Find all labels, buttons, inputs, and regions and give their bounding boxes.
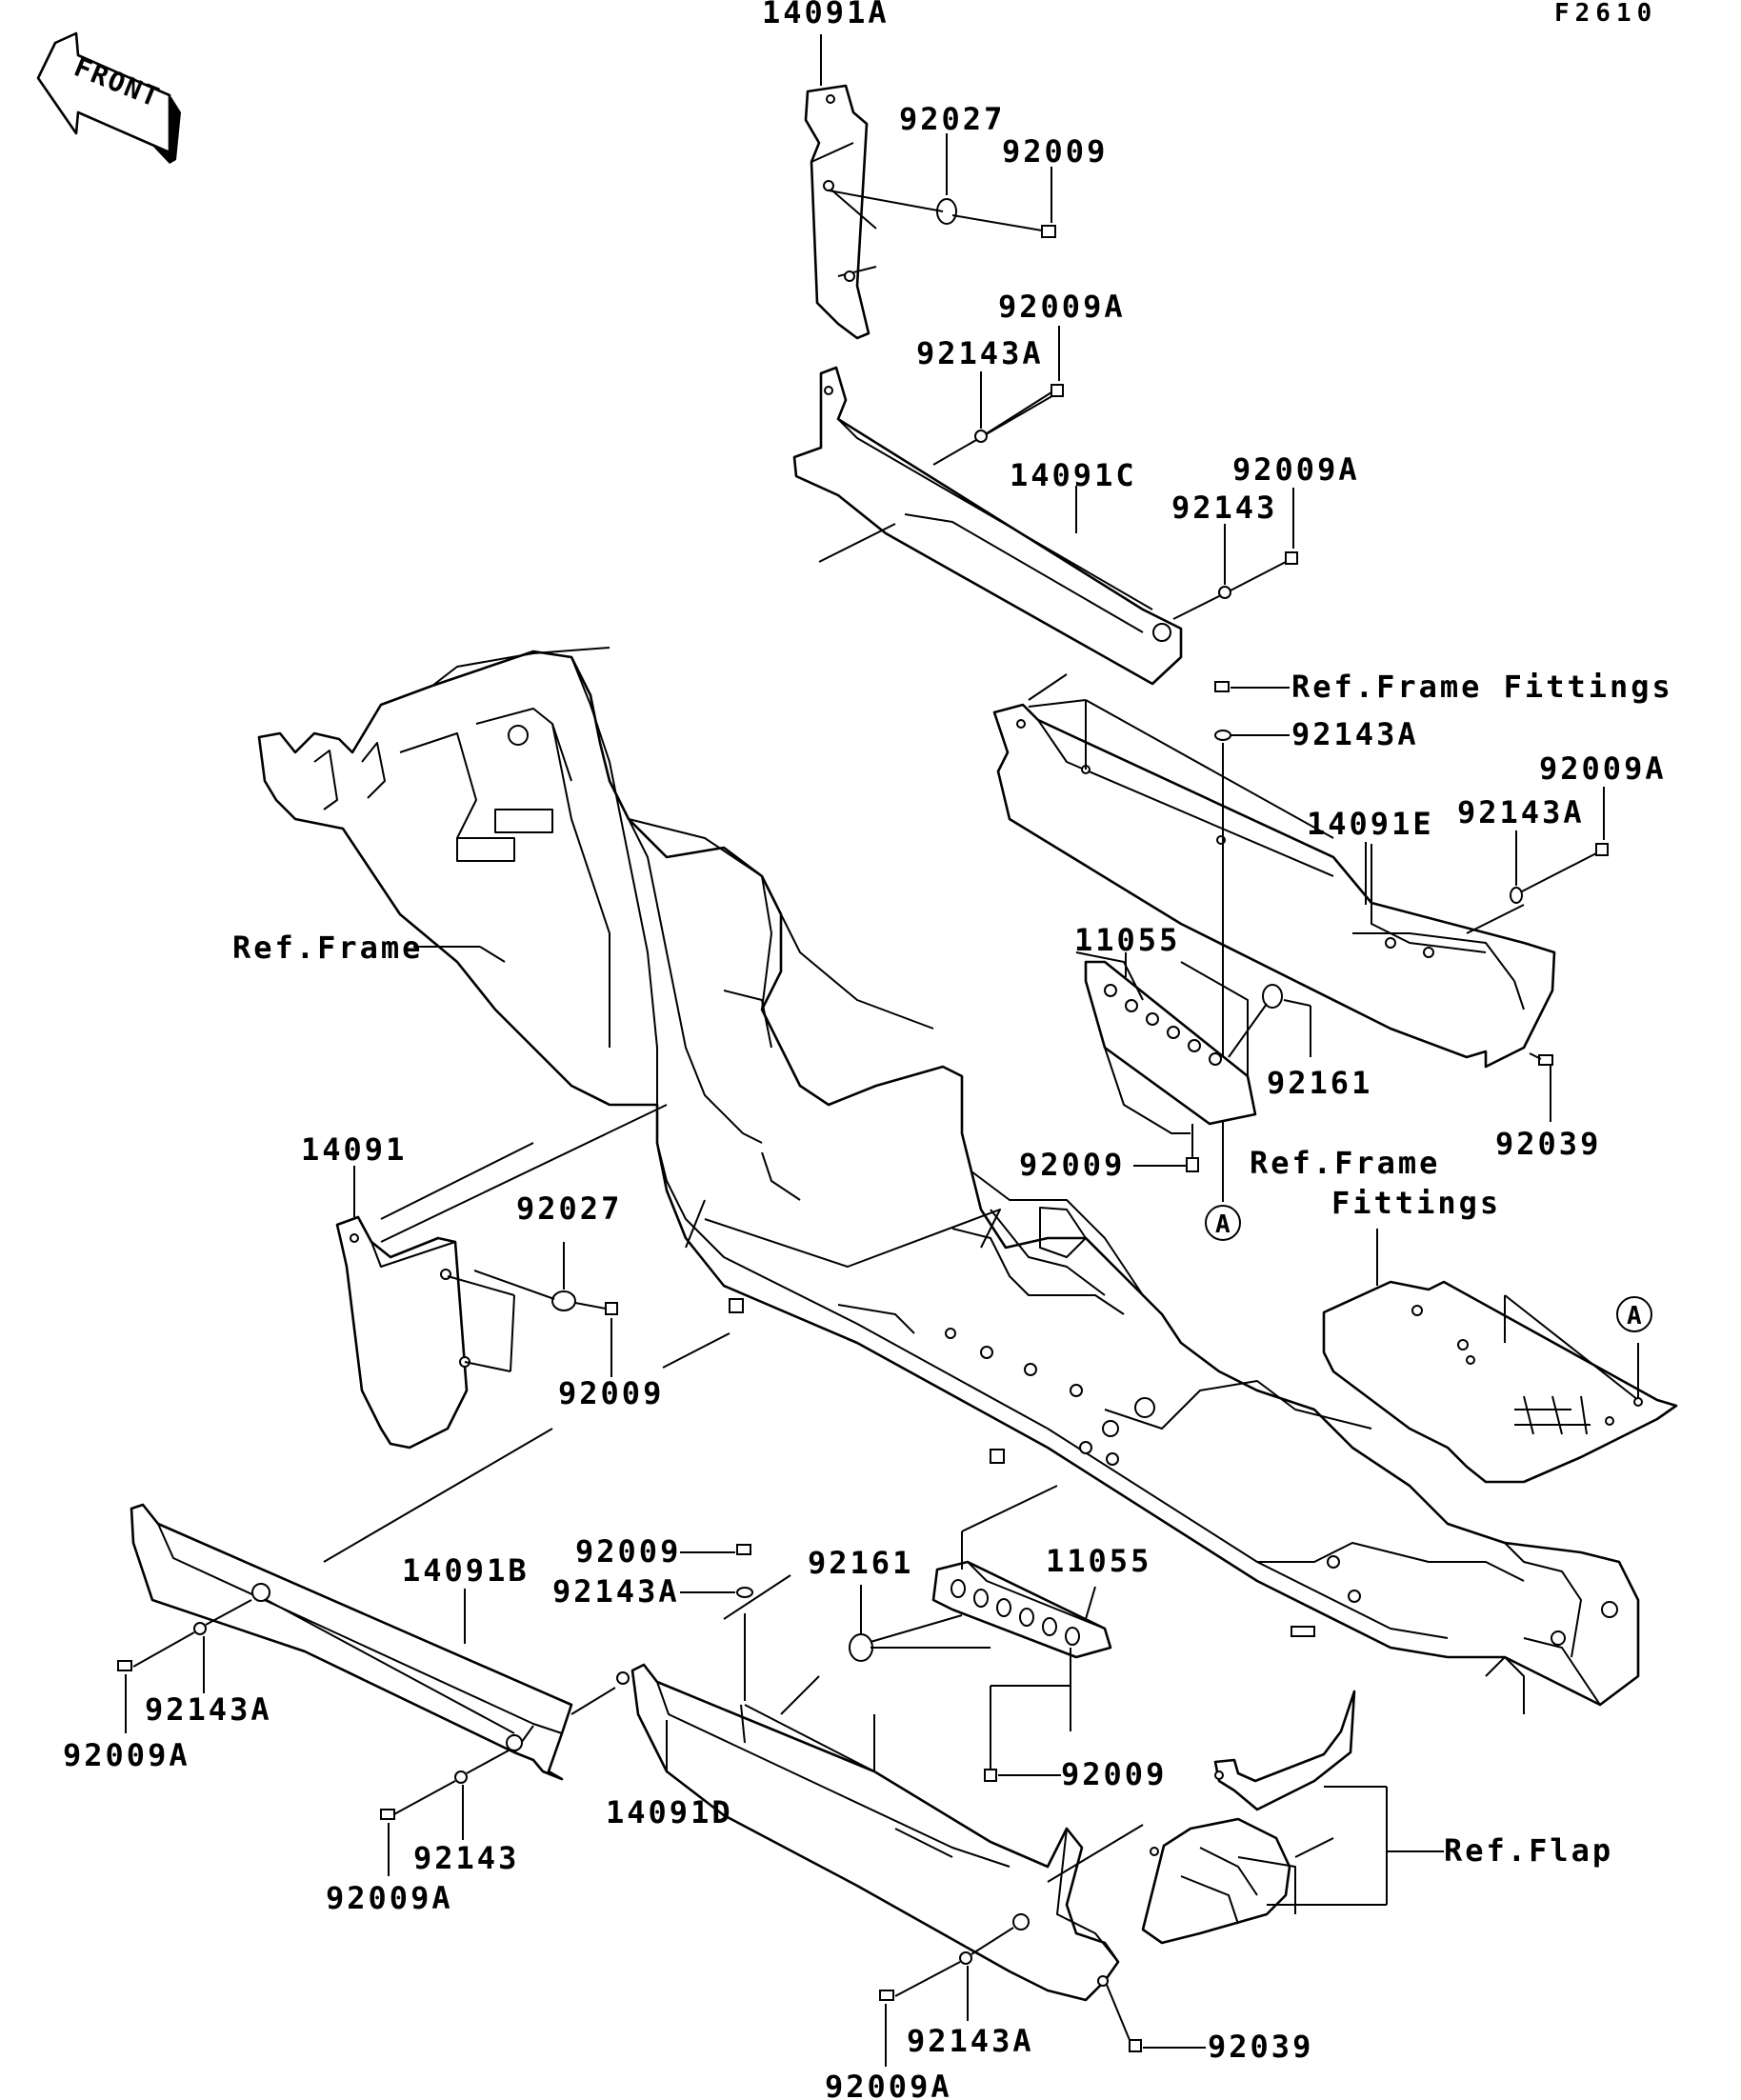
label-92143A-4: 92143A: [552, 1573, 680, 1610]
label-92009A-5: 92009A: [326, 1880, 453, 1916]
label-14091E: 14091E: [1307, 806, 1434, 842]
screw-92039-1: [1538, 1054, 1553, 1066]
washer-92143A-1: [974, 430, 988, 443]
plug-92161-2: [849, 1633, 873, 1662]
bolt-92009-mid: [1186, 1157, 1199, 1172]
label-92027-mid: 92027: [516, 1190, 622, 1227]
bolt-92009-bot: [984, 1769, 997, 1782]
front-direction-arrow: FRONT: [36, 31, 181, 164]
label-92161-1: 92161: [1267, 1065, 1372, 1101]
label-92009-left: 92009: [558, 1375, 664, 1411]
label-92143-1: 92143: [1171, 490, 1277, 526]
label-ref-flap: Ref.Flap: [1444, 1832, 1613, 1869]
label-92009A-6: 92009A: [825, 2069, 952, 2100]
cover-14091E: [992, 703, 1556, 1069]
washer-92027-mid: [551, 1290, 576, 1311]
label-11055-1: 11055: [1074, 922, 1180, 958]
label-92027-top: 92027: [899, 101, 1005, 137]
label-14091: 14091: [301, 1131, 407, 1168]
bolt-92009A-2: [1285, 551, 1298, 565]
label-92143A-1: 92143A: [916, 335, 1044, 371]
washer-92143A-5: [193, 1622, 207, 1635]
label-ref-frame: Ref.Frame: [232, 930, 423, 966]
label-ref-frame-fittings-2b: Fittings: [1331, 1185, 1501, 1221]
label-92143A-5: 92143A: [145, 1691, 272, 1728]
cover-14091: [335, 1215, 470, 1450]
label-92009-low: 92009: [575, 1533, 681, 1570]
bolt-ref-frame-fittings: [1214, 681, 1230, 692]
washer-92143A-3: [1510, 887, 1523, 904]
washer-92027-top: [936, 198, 957, 225]
callout-a-1-label: A: [1215, 1210, 1231, 1239]
label-92143-2: 92143: [413, 1840, 519, 1876]
label-92009A-4: 92009A: [63, 1737, 190, 1773]
frame: [257, 647, 1640, 1714]
label-ref-frame-fittings-1: Ref.Frame Fittings: [1291, 669, 1673, 705]
callout-a-2-label: A: [1627, 1302, 1642, 1330]
callout-a-2: A: [1616, 1296, 1652, 1332]
bolt-92009A-6: [879, 1990, 894, 2001]
label-14091D: 14091D: [606, 1794, 733, 1830]
cover-14091C: [792, 366, 1183, 686]
cover-14091A: [804, 84, 877, 340]
washer-92143A-6: [959, 1951, 972, 1965]
cover-14091D: [616, 1663, 1120, 2002]
cover-14091B: [130, 1503, 573, 1781]
bolt-92009A-1: [1051, 384, 1064, 397]
label-92039-1: 92039: [1495, 1126, 1601, 1162]
washer-92143A-4: [736, 1587, 753, 1598]
label-92009A-3: 92009A: [1539, 750, 1667, 787]
label-14091A: 14091A: [762, 0, 890, 30]
label-92143A-2: 92143A: [1291, 716, 1419, 752]
label-92143A-6: 92143A: [907, 2023, 1034, 2059]
label-92009A-1: 92009A: [998, 289, 1126, 325]
frame-fittings-plate: [1322, 1280, 1678, 1484]
label-92009-mid: 92009: [1019, 1147, 1125, 1183]
bolt-92009-left: [605, 1302, 618, 1315]
label-92143A-3: 92143A: [1457, 794, 1585, 830]
screw-92039-2: [1129, 2039, 1142, 2052]
bracket-11055-2: [931, 1560, 1112, 1659]
figure-code: F2610: [1554, 0, 1657, 28]
label-ref-frame-fittings-2a: Ref.Frame: [1250, 1145, 1440, 1181]
bolt-92009-low: [736, 1544, 751, 1555]
label-92039-2: 92039: [1208, 2029, 1313, 2065]
washer-92143-2: [454, 1770, 468, 1784]
label-14091B: 14091B: [402, 1552, 530, 1589]
bolt-92009-top: [1041, 225, 1056, 238]
washer-92143-1: [1218, 586, 1231, 599]
label-11055-2: 11055: [1046, 1543, 1151, 1579]
label-14091C: 14091C: [1010, 457, 1137, 493]
label-92009-top: 92009: [1002, 133, 1108, 170]
bracket-11055-1: [1084, 960, 1257, 1134]
label-92161-2: 92161: [808, 1545, 913, 1581]
washer-92143A-2: [1214, 730, 1231, 741]
label-92009A-2: 92009A: [1232, 451, 1360, 488]
callout-a-1: A: [1205, 1205, 1241, 1241]
bolt-92009A-3: [1595, 843, 1609, 856]
bolt-92009A-4: [117, 1660, 132, 1671]
plug-92161-1: [1262, 984, 1283, 1009]
bolt-92009A-5: [380, 1809, 395, 1820]
label-92009-bot: 92009: [1061, 1756, 1167, 1792]
